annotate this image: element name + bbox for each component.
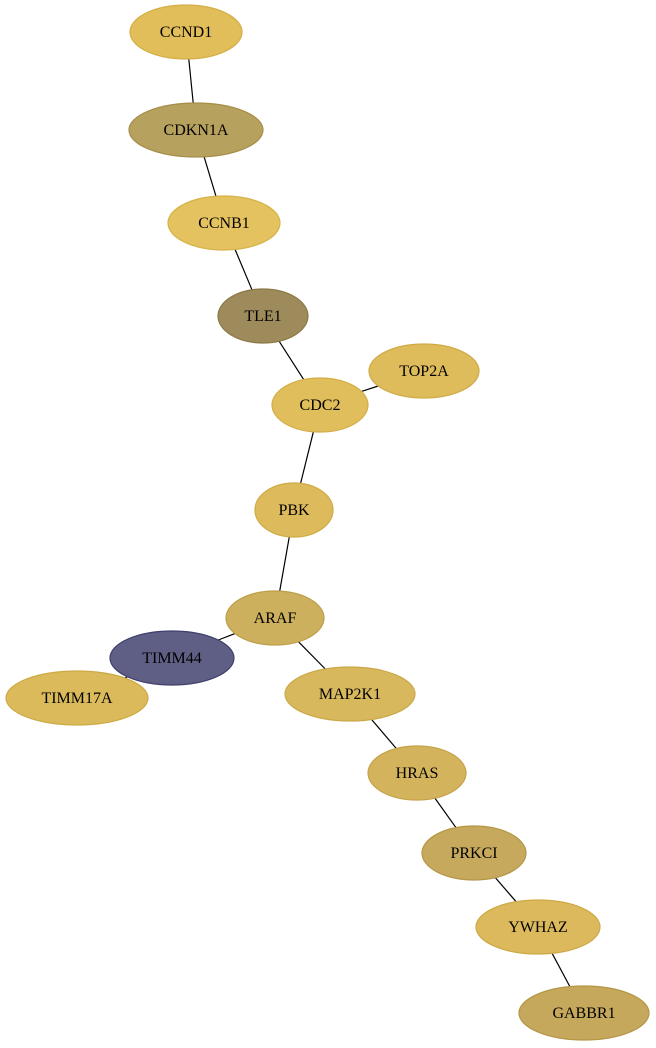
node-label-pbk: PBK (278, 502, 310, 519)
edge-cdkn1a-ccnb1 (203, 156, 217, 197)
edge-araf-map2k1 (297, 641, 326, 670)
edge-hras-prkci (434, 797, 457, 829)
node-label-timm17a: TIMM17A (41, 690, 113, 707)
node-ccnd1[interactable]: CCND1 (129, 4, 243, 60)
node-ellipse-ccnd1 (129, 4, 243, 60)
node-ellipse-pbk (254, 482, 334, 538)
node-label-gabbr1: GABBR1 (552, 1005, 615, 1022)
node-timm17a[interactable]: TIMM17A (5, 670, 149, 726)
node-ellipse-cdkn1a (128, 102, 264, 158)
edges-layer (124, 58, 571, 987)
edge-cdc2-pbk (300, 431, 314, 484)
node-gabbr1[interactable]: GABBR1 (518, 985, 650, 1041)
node-label-cdkn1a: CDKN1A (164, 122, 229, 139)
node-label-prkci: PRKCI (450, 845, 497, 862)
node-label-map2k1: MAP2K1 (319, 686, 381, 703)
node-ellipse-araf (225, 590, 325, 646)
node-timm44[interactable]: TIMM44 (109, 630, 235, 686)
node-top2a[interactable]: TOP2A (368, 343, 480, 399)
node-label-araf: ARAF (254, 610, 297, 627)
node-ellipse-hras (367, 745, 467, 801)
node-label-ywhaz: YWHAZ (508, 919, 568, 936)
node-ellipse-timm17a (5, 670, 149, 726)
node-ccnb1[interactable]: CCNB1 (167, 195, 281, 251)
node-ellipse-timm44 (109, 630, 235, 686)
node-label-ccnb1: CCNB1 (198, 215, 250, 232)
node-araf[interactable]: ARAF (225, 590, 325, 646)
node-tle1[interactable]: TLE1 (217, 288, 309, 344)
edge-pbk-araf (279, 536, 290, 592)
node-ellipse-prkci (421, 825, 527, 881)
node-label-hras: HRAS (396, 765, 439, 782)
node-label-tle1: TLE1 (244, 308, 281, 325)
node-label-ccnd1: CCND1 (160, 24, 212, 41)
node-label-cdc2: CDC2 (300, 397, 341, 414)
edge-tle1-cdc2 (278, 340, 305, 380)
edge-top2a-cdc2 (361, 385, 379, 392)
edge-ccnd1-cdkn1a (188, 58, 194, 104)
node-cdkn1a[interactable]: CDKN1A (128, 102, 264, 158)
edge-ccnb1-tle1 (234, 249, 253, 291)
edge-prkci-ywhaz (494, 877, 517, 903)
node-prkci[interactable]: PRKCI (421, 825, 527, 881)
node-ellipse-ccnb1 (167, 195, 281, 251)
node-ellipse-ywhaz (475, 899, 601, 955)
node-ywhaz[interactable]: YWHAZ (475, 899, 601, 955)
node-ellipse-cdc2 (271, 377, 369, 433)
node-cdc2[interactable]: CDC2 (271, 377, 369, 433)
edge-ywhaz-gabbr1 (551, 953, 571, 987)
node-ellipse-tle1 (217, 288, 309, 344)
node-pbk[interactable]: PBK (254, 482, 334, 538)
node-label-timm44: TIMM44 (142, 650, 202, 667)
node-map2k1[interactable]: MAP2K1 (284, 666, 416, 722)
node-label-top2a: TOP2A (399, 363, 449, 380)
node-ellipse-gabbr1 (518, 985, 650, 1041)
edge-araf-timm44 (218, 633, 236, 641)
node-ellipse-top2a (368, 343, 480, 399)
node-ellipse-map2k1 (284, 666, 416, 722)
node-hras[interactable]: HRAS (367, 745, 467, 801)
edge-map2k1-hras (371, 719, 397, 749)
